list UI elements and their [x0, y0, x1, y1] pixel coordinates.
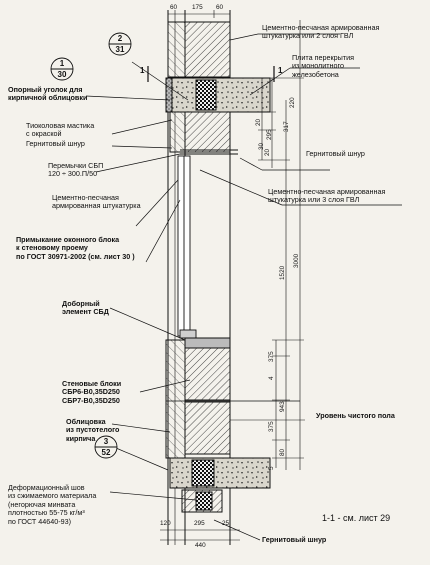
lower-wall-block-2: [184, 401, 231, 455]
lower-slab: [169, 457, 271, 489]
label-gernit-bottom: Гернитовый шнур: [262, 535, 327, 544]
dim-3000: 3000: [293, 253, 300, 268]
dim-295: 295: [266, 129, 273, 140]
label-section-ref[interactable]: 1-1 - см. лист 29: [322, 513, 391, 523]
dim-317: 317: [283, 121, 290, 132]
support-angle: [165, 77, 173, 113]
dim-1520: 1520: [279, 265, 286, 280]
lower-slab-insulation: [191, 459, 215, 487]
dim-220: 220: [289, 97, 296, 108]
top-dim-1: 60: [170, 4, 178, 11]
lower-wall-block-1: [184, 347, 231, 401]
lower-cladding: [165, 339, 186, 459]
top-dim-2: 175: [192, 4, 203, 11]
dim-4: 4: [268, 376, 275, 380]
bottom-dim-3: 25: [222, 520, 230, 527]
lintel-block: [184, 111, 231, 153]
dobor-element: [184, 337, 231, 349]
bottom-dim-total: 440: [195, 542, 206, 549]
dim-80: 80: [279, 448, 286, 456]
callout-3-52[interactable]: 3 52: [101, 437, 111, 457]
label-gernit-right: Гернитовый шнур: [306, 149, 365, 158]
label-floor-level: Уровень чистого пола: [316, 411, 395, 420]
lintel-cladding: [169, 111, 186, 153]
slab-insulation: [195, 79, 217, 111]
window-frame: [177, 155, 197, 339]
dim-20b: 20: [264, 148, 271, 156]
callout-circles: [50, 32, 132, 459]
section-mark-left: 1: [140, 66, 145, 75]
section-line-marks: [147, 66, 275, 82]
dim-20a: 20: [255, 118, 262, 126]
dimension-lines: [160, 10, 305, 541]
callout-2-31[interactable]: 2 31: [115, 34, 125, 54]
upper-cladding: [167, 21, 186, 78]
floor-slab: [169, 77, 271, 113]
label-gernit-left: Гернитовый шнур: [26, 139, 85, 148]
joint-insulation: [195, 491, 213, 511]
dim-375a: 375: [268, 351, 275, 362]
bottom-dim-2: 295: [194, 520, 205, 527]
leader-lines: [85, 33, 402, 541]
upper-wall-block: [184, 21, 231, 78]
dim-375b: 375: [268, 421, 275, 432]
dim-943: 943: [279, 401, 286, 412]
section-mark-right: 1: [278, 66, 283, 75]
bottom-dim-1: 120: [160, 520, 171, 527]
top-dim-3: 60: [216, 4, 224, 11]
dim-5: 5: [268, 466, 275, 470]
callout-1-30[interactable]: 1 30: [57, 59, 67, 79]
